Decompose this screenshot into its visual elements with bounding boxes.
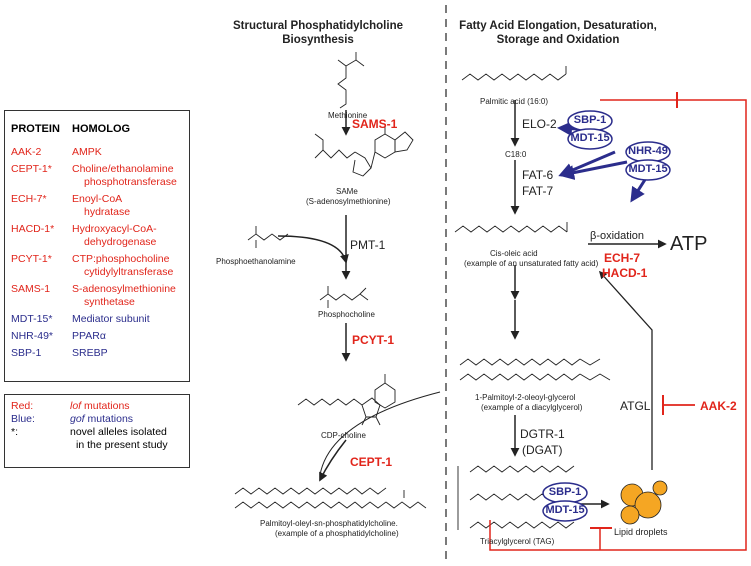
cis-oleic-acid-structure [454, 222, 568, 233]
legend-homolog: S-adenosylmethionine [72, 283, 176, 295]
pc-label-1: Palmitoyl-oleyl-sn-phosphatidylcholine. [260, 519, 398, 528]
beta-oxidation-label: β-oxidation [590, 230, 645, 242]
col-protein-header: PROTEIN [11, 123, 60, 135]
key-star-label: *: [11, 426, 19, 438]
palmitic-acid-structure [461, 66, 567, 81]
mdt15-mid-label: MDT-15 [628, 163, 668, 175]
fat6-label: FAT-6 [522, 168, 554, 182]
legend-protein: NHR-49* [11, 330, 54, 342]
phosphoethanolamine-label: Phosphoethanolamine [216, 257, 296, 266]
pc-label-2: (example of a phosphatidylcholine) [275, 529, 399, 538]
phosphocholine-structure [319, 286, 369, 308]
cdp-choline-structure [297, 374, 396, 426]
legend-homolog: PPARα [72, 330, 106, 342]
key-blue-desc: mutations [84, 413, 134, 425]
legend-homolog: Hydroxyacyl-CoA- [72, 223, 157, 235]
atgl-label: ATGL [620, 399, 651, 413]
arrow-dag-to-pc [319, 391, 441, 476]
atp-label: ATP [670, 233, 708, 255]
legend-homolog: Choline/ethanolamine [72, 163, 174, 175]
same-structure [314, 124, 414, 177]
dgat-label: (DGAT) [522, 443, 563, 457]
arrow-lipid-oleic [598, 270, 653, 470]
key-star-text2: in the present study [76, 439, 168, 451]
cept1-label: CEPT-1 [350, 455, 393, 469]
lipid-droplets-label: Lipid droplets [614, 527, 668, 537]
legend-protein: SBP-1 [11, 347, 42, 359]
dag-label-2: (example of a diacylglycerol) [481, 403, 583, 412]
legend-homolog: Mediator subunit [72, 313, 150, 325]
phosphatidylcholine-structure [234, 487, 427, 509]
key-blue-label: Blue: [11, 413, 35, 425]
methionine-structure [337, 52, 365, 109]
legend-protein: SAMS-1 [11, 283, 51, 295]
pmt1-label: PMT-1 [350, 238, 386, 252]
tag-label: Triacylglycerol (TAG) [480, 537, 555, 546]
legend-protein: PCYT-1* [11, 253, 52, 265]
phosphoethanolamine-structure [247, 226, 289, 248]
key-red-italic: lof [70, 400, 82, 412]
legend-homolog-cont: dehydrogenase [84, 236, 157, 248]
protein-homolog-table [4, 110, 190, 382]
key-red-text: lof mutations [70, 400, 130, 412]
arrow-pmt1 [277, 235, 349, 264]
pcyt1-label: PCYT-1 [352, 333, 395, 347]
red-feedback-line [489, 99, 747, 551]
legend-homolog: CTP:phosphocholine [72, 253, 170, 265]
diacylglycerol-structure [459, 358, 611, 381]
arrow-sbp1-elo2 [558, 150, 616, 178]
ech7-label: ECH-7 [604, 251, 641, 265]
elo2-label: ELO-2 [522, 117, 557, 131]
right-header: Fatty Acid Elongation, Desaturation, Sto… [459, 20, 657, 46]
legend-protein: CEPT-1* [11, 163, 52, 175]
sbp1-top-label: SBP-1 [573, 114, 607, 126]
arrow-nhr49-fat [559, 160, 628, 181]
legend-homolog: AMPK [72, 146, 102, 158]
c18-label: C18:0 [505, 150, 527, 159]
left-header: Structural Phosphatidylcholine Biosynthe… [233, 20, 403, 46]
legend-homolog-cont: synthetase [84, 296, 135, 308]
aak2-label: AAK-2 [700, 399, 737, 413]
oval-mdt15-mid [625, 159, 671, 181]
palmitic-label: Palmitic acid (16:0) [480, 97, 549, 106]
mdt15-bottom-label: MDT-15 [545, 504, 585, 516]
mdt15-top-label: MDT-15 [570, 132, 610, 144]
cdp-choline-label: CDP-choline [321, 431, 366, 440]
key-red-desc: mutations [81, 400, 130, 412]
cis-oleic-label-1: Cis-oleic acid [490, 249, 538, 258]
key-blue-italic: gof [70, 413, 85, 425]
oval-mdt15-top [567, 128, 613, 150]
color-key-box [4, 394, 190, 468]
legend-protein: ECH-7* [11, 193, 47, 205]
dag-label-1: 1-Palmitoyl-2-oleoyl-glycerol [475, 393, 576, 402]
legend-protein: MDT-15* [11, 313, 53, 325]
same-label-2: (S-adenosylmethionine) [306, 197, 391, 206]
sams1-label: SAMS-1 [352, 117, 398, 131]
oval-mdt15-bottom [542, 500, 588, 522]
legend-homolog: Enoyl-CoA [72, 193, 123, 205]
fat7-label: FAT-7 [522, 184, 554, 198]
legend-protein: HACD-1* [11, 223, 55, 235]
legend-protein: AAK-2 [11, 146, 42, 158]
arrow-cept1 [319, 439, 347, 482]
key-blue-text: gof mutations [70, 413, 133, 425]
cis-oleic-label-2: (example of an unsaturated fatty acid) [464, 259, 599, 268]
sbp1-bottom-label: SBP-1 [548, 486, 582, 498]
lipid-droplets-icon [620, 480, 668, 525]
legend-homolog: SREBP [72, 347, 108, 359]
same-label-1: SAMe [336, 187, 358, 196]
key-red-label: Red: [11, 400, 34, 412]
dgtr1-label: DGTR-1 [520, 427, 565, 441]
phosphocholine-label: Phosphocholine [318, 310, 375, 319]
key-star-text1: novel alleles isolated [70, 426, 167, 438]
legend-homolog-cont: hydratase [84, 206, 131, 218]
legend-homolog-cont: cytidylyltransferase [84, 266, 174, 278]
hacd1-label: HACD-1 [602, 266, 648, 280]
methionine-label: Methionine [328, 111, 368, 120]
col-homolog-header: HOMOLOG [72, 123, 131, 135]
nhr49-label: NHR-49 [628, 145, 668, 157]
legend-homolog-cont: phosphotransferase [84, 176, 177, 188]
